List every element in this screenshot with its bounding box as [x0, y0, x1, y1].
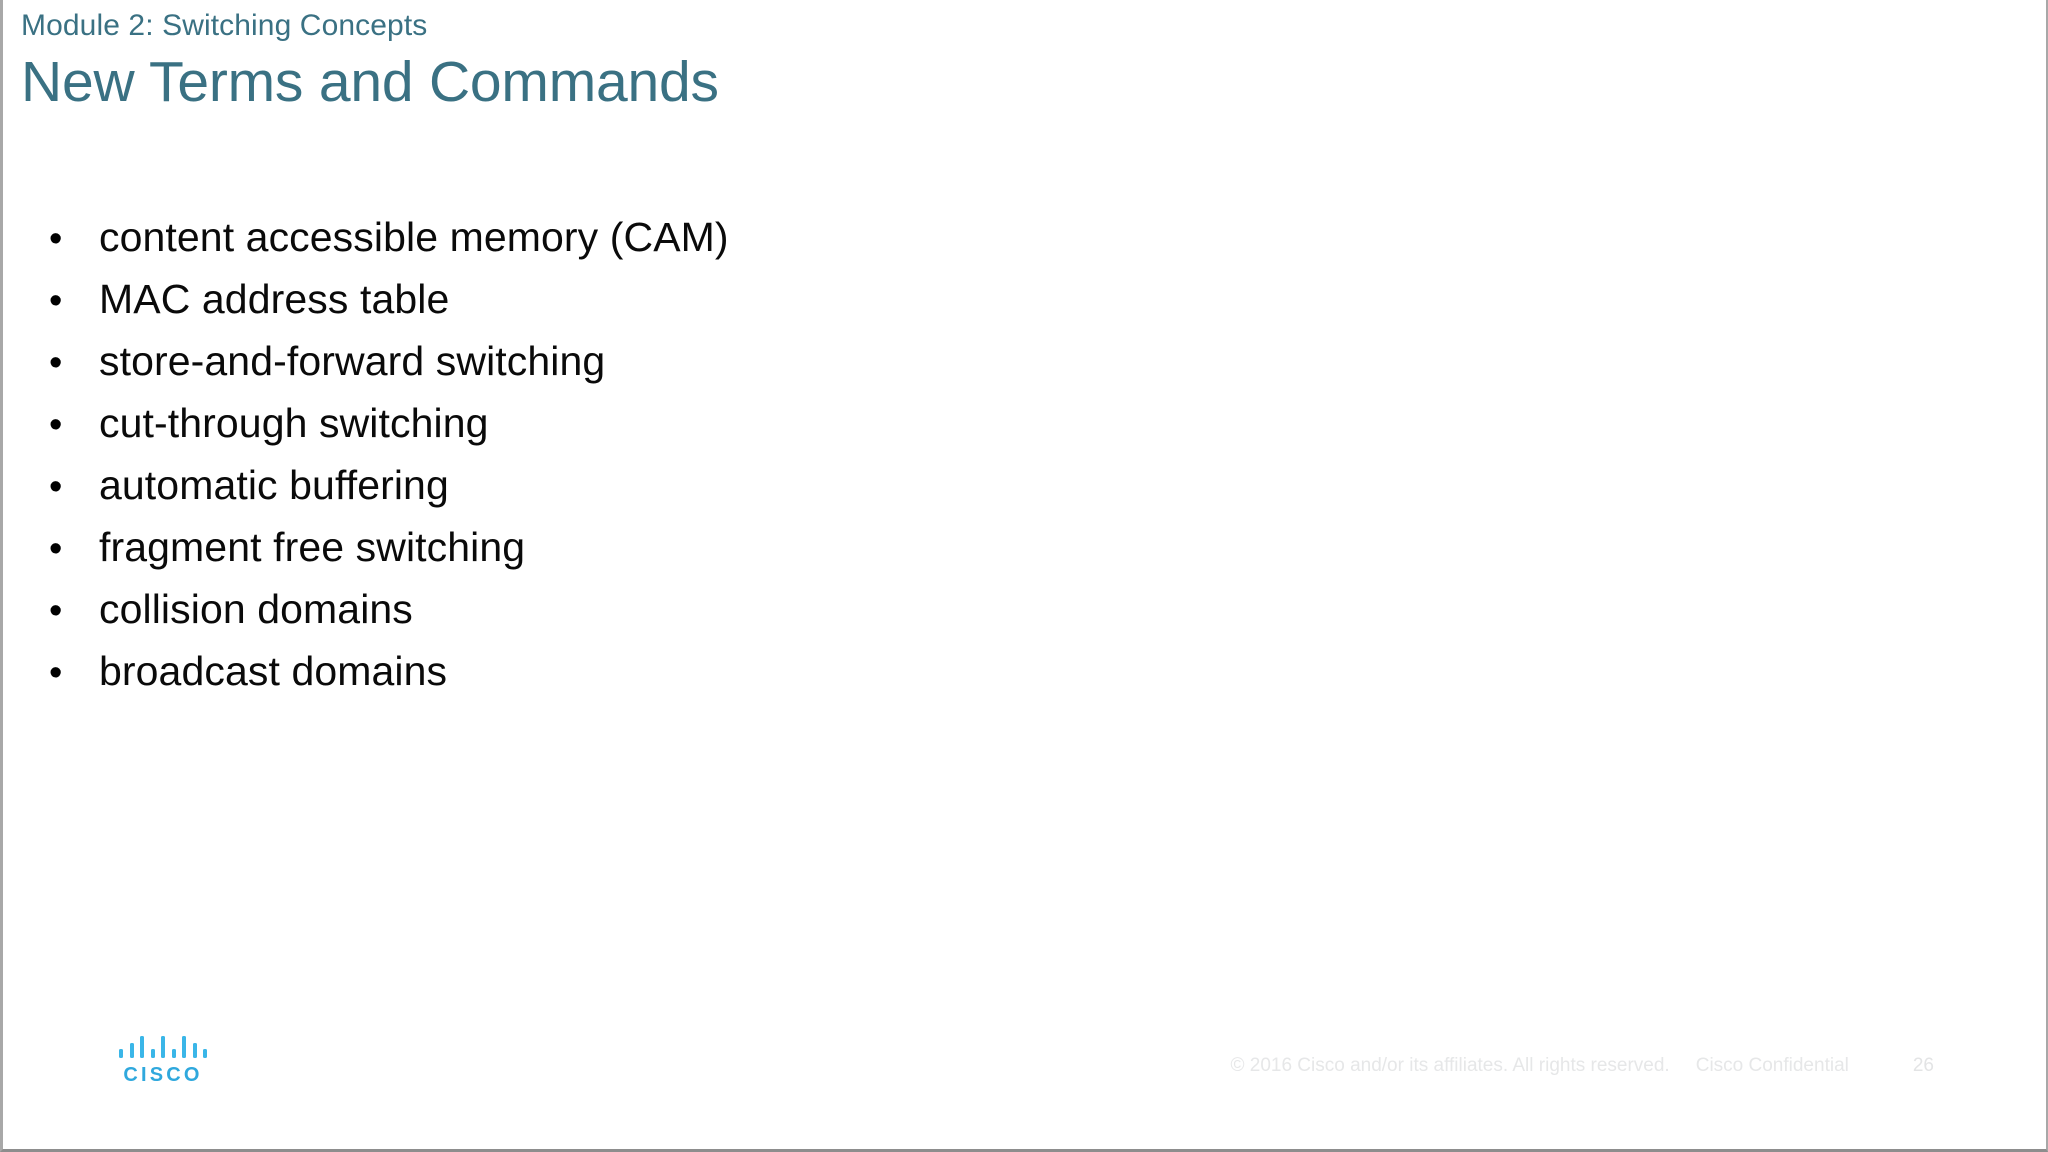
page-title: New Terms and Commands: [21, 50, 719, 114]
bullet-dot-icon: •: [49, 218, 63, 260]
bullet-dot-icon: •: [49, 528, 63, 570]
list-item-label: fragment free switching: [99, 524, 526, 570]
bullet-dot-icon: •: [49, 466, 63, 508]
bullet-dot-icon: •: [49, 342, 63, 384]
module-label: Module 2: Switching Concepts: [21, 9, 428, 42]
list-item: • fragment free switching: [47, 516, 1747, 578]
cisco-logo: CISCO: [115, 1036, 211, 1087]
cisco-wordmark: CISCO: [123, 1064, 203, 1086]
footer-copyright: © 2016 Cisco and/or its affiliates. All …: [1230, 1055, 1934, 1077]
copyright-text: © 2016 Cisco and/or its affiliates. All …: [1230, 1055, 1670, 1076]
list-item: • automatic buffering: [47, 454, 1747, 516]
list-item-label: collision domains: [99, 586, 413, 632]
list-item: • collision domains: [47, 578, 1747, 640]
bullet-dot-icon: •: [49, 280, 63, 322]
bullet-dot-icon: •: [49, 652, 63, 694]
terms-bullet-list: • content accessible memory (CAM) • MAC …: [47, 206, 1747, 702]
list-item: • content accessible memory (CAM): [47, 206, 1747, 268]
list-item-label: content accessible memory (CAM): [99, 214, 729, 260]
list-item-label: store-and-forward switching: [99, 338, 606, 384]
list-item: • broadcast domains: [47, 640, 1747, 702]
list-item-label: MAC address table: [99, 276, 450, 322]
list-item-label: broadcast domains: [99, 648, 448, 694]
bullet-dot-icon: •: [49, 404, 63, 446]
list-item-label: automatic buffering: [99, 462, 449, 508]
slide-footer: CISCO © 2016 Cisco and/or its affiliates…: [3, 999, 2046, 1149]
slide-header: Module 2: Switching Concepts New Terms a…: [21, 8, 1421, 114]
bullet-dot-icon: •: [49, 590, 63, 632]
page-number: 26: [1912, 1055, 1934, 1076]
list-item: • cut-through switching: [47, 392, 1747, 454]
list-item: • store-and-forward switching: [47, 330, 1747, 392]
list-item: • MAC address table: [47, 268, 1747, 330]
confidentiality-label: Cisco Confidential: [1695, 1055, 1849, 1076]
cisco-bridge-icon: [119, 1036, 207, 1058]
list-item-label: cut-through switching: [99, 400, 489, 446]
